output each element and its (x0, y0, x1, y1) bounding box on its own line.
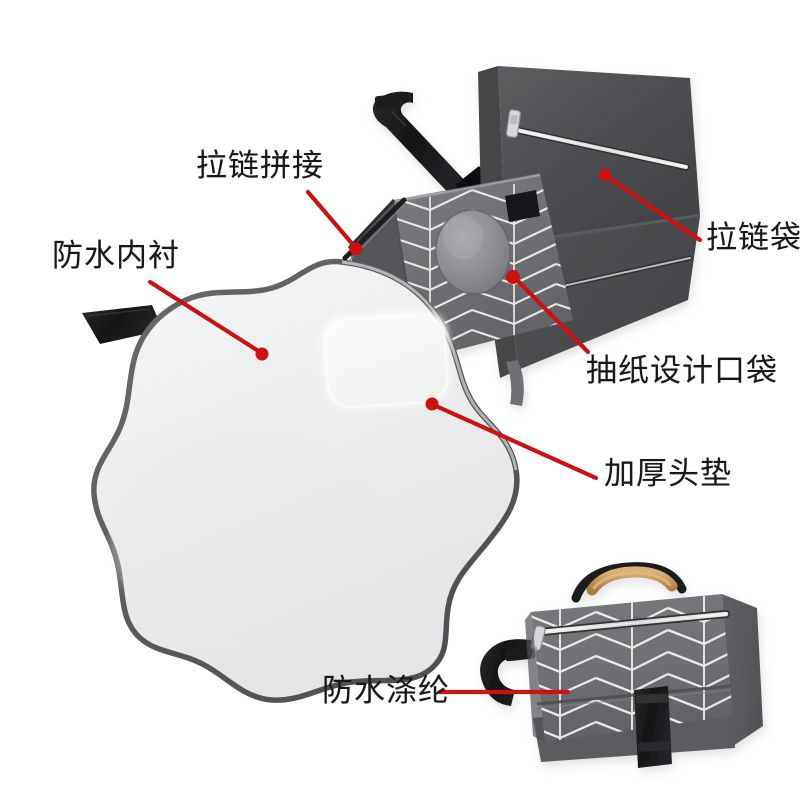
leader-line-waterproof-lining (147, 279, 263, 355)
leader-dot-tissue-pocket (506, 270, 520, 284)
organizer-bottom-strap (506, 360, 524, 406)
callout-label-tissue-pocket: 抽纸设计口袋 (586, 353, 778, 388)
bag-carry-handle (571, 562, 687, 603)
callout-label-head-pad: 加厚头垫 (604, 456, 732, 491)
bag-buckle-strap (634, 686, 672, 768)
leader-dot-zipper-splice (349, 242, 363, 256)
organizer-zipper (505, 109, 690, 171)
leader-line-zipper-pocket (605, 174, 703, 243)
callout-label-waterproof-polyester: 防水涤纶 (322, 673, 450, 708)
callout-label-zipper-splice: 拉链拼接 (196, 148, 324, 183)
callout-label-waterproof-lining: 防水内衬 (52, 238, 180, 273)
leader-line-zipper-splice (305, 189, 358, 250)
changing-mat (82, 197, 520, 703)
callout-label-zipper-pocket: 拉链袋 (706, 220, 800, 255)
leader-dot-head-pad (425, 397, 439, 411)
leader-dot-zipper-pocket (599, 169, 611, 181)
leader-dot-waterproof-lining (255, 347, 269, 361)
leader-line-head-pad (433, 403, 599, 481)
pocket-tab (505, 190, 540, 222)
bag-top-zipper (530, 610, 730, 660)
folded-carry-bag (480, 562, 763, 768)
leader-line-tissue-pocket (514, 277, 591, 355)
head-pad (320, 310, 452, 412)
